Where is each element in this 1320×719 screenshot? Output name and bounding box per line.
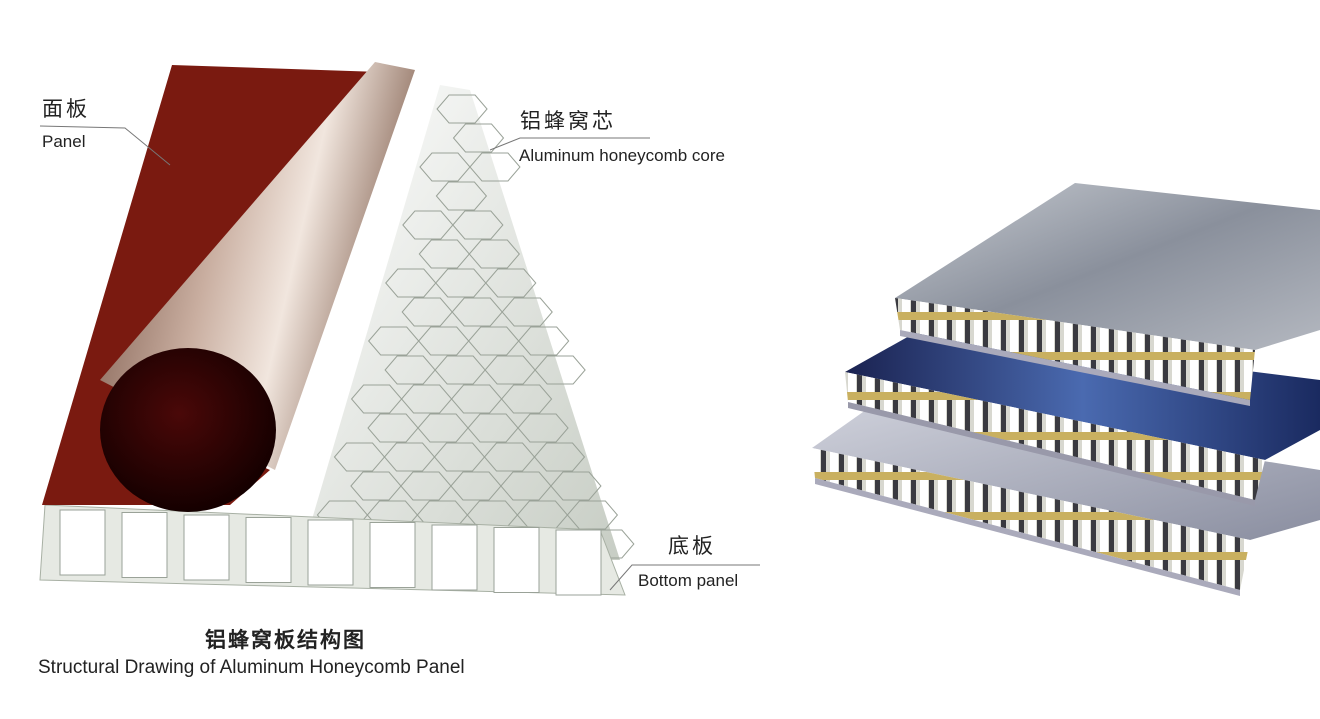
hex-cell (452, 210, 504, 240)
hex-cell (518, 326, 570, 356)
panel-label-en: Panel (42, 132, 86, 151)
hex-cell (550, 471, 602, 501)
caption-title-cn: 铝蜂窝板结构图 (205, 629, 366, 652)
bottom-label-en: Bottom panel (638, 571, 739, 590)
hex-cell (501, 297, 553, 327)
bottom-panel (39, 504, 626, 596)
bottom-cell (59, 509, 106, 576)
hex-cell (452, 123, 505, 153)
hex-cell (435, 181, 488, 211)
hex-cell (436, 94, 488, 124)
panel-label-cn: 面板 (42, 98, 90, 121)
bottom-cell (121, 512, 168, 578)
core-label-cn: 铝蜂窝芯 (520, 110, 616, 133)
hex-cell (533, 442, 586, 472)
core-label-en: Aluminum honeycomb core (519, 146, 725, 165)
caption-title-en: Structural Drawing of Aluminum Honeycomb… (38, 657, 465, 678)
leader-lines (39, 125, 760, 591)
honeycomb-core (300, 85, 635, 560)
bottom-cell (369, 522, 416, 588)
bottom-cell (431, 524, 478, 591)
hex-cell (517, 413, 569, 443)
bottom-cell (245, 517, 292, 583)
bottom-cell (555, 529, 602, 596)
hex-cell (469, 152, 521, 182)
hex-cell (468, 239, 520, 269)
roll-end (100, 348, 276, 512)
hex-cell (485, 268, 537, 298)
honeycomb-panel-photo (812, 183, 1320, 596)
bottom-label-cn: 底板 (668, 535, 716, 558)
bottom-cell (307, 519, 354, 586)
bottom-cell (493, 527, 540, 593)
bottom-cell (183, 514, 230, 581)
hex-cell (534, 355, 586, 385)
hex-cell (500, 384, 553, 414)
